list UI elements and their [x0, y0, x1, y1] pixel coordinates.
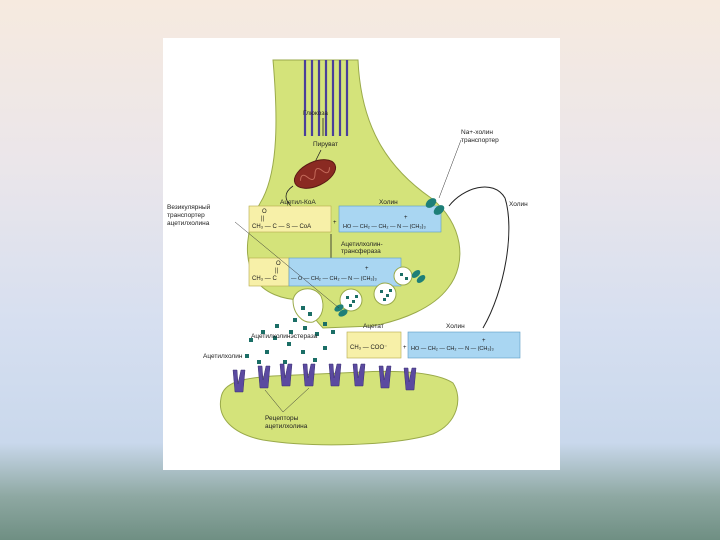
- receptors-label-2: ацетилхолина: [265, 423, 308, 430]
- ach-o: O: [276, 261, 281, 267]
- ach-yellow-box: [248, 257, 290, 287]
- choline-box-2: [407, 331, 521, 359]
- choline-bottom-label: Холин: [446, 323, 465, 330]
- transferase-label-1: Ацетилхолин-: [341, 241, 383, 248]
- ach-charge: +: [365, 266, 369, 272]
- choline-charge-2: +: [482, 338, 486, 344]
- acetyl-coa-bond: ||: [261, 216, 265, 222]
- choline-top-label: Холин: [379, 199, 398, 206]
- choline-right-label: Холин: [509, 201, 528, 208]
- ach-right-formula: — O — CH₂ — CH₂ — N — (CH₃)₃: [291, 276, 377, 282]
- na-transporter-label-2: транспортер: [461, 137, 499, 144]
- acetyl-coa-formula: CH₃ — C — S — CoA: [252, 224, 311, 230]
- acetyl-coa-box: [248, 205, 332, 233]
- acetate-formula: CH₃ — COO⁻: [350, 345, 387, 351]
- acetyl-coa-o: O: [262, 209, 267, 215]
- pyruvate-label: Пируват: [313, 141, 338, 148]
- choline-formula: HO — CH₂ — CH₂ — N — (CH₃)₃: [343, 224, 426, 230]
- mitochondrion: [293, 159, 337, 189]
- transferase-label-2: трансфераза: [341, 248, 381, 255]
- ach-bond: ||: [275, 268, 279, 274]
- pointer-vesicular: [234, 221, 340, 309]
- acetylcholine-label: Ацетилхолин: [203, 353, 243, 360]
- pointer-receptor-2: [282, 387, 310, 413]
- plus-sign-2: +: [403, 345, 407, 351]
- choline-reuptake-arrow: [448, 186, 510, 329]
- released-acetylcholine: [245, 306, 335, 364]
- synapse-diagram: Глюкоза Пируват Ацетил-КоА Холин O || CH…: [167, 59, 528, 446]
- na-transporter-label-1: Na+-холин: [461, 129, 493, 136]
- acetate-label: Ацетат: [363, 323, 384, 330]
- plus-sign-1: +: [333, 220, 337, 226]
- vesicular-label-3: ацетилхолина: [167, 220, 210, 227]
- acetyl-coa-label: Ацетил-КоА: [280, 199, 316, 206]
- pointer-na-transporter: [438, 139, 462, 199]
- na-choline-transporter: [425, 198, 445, 215]
- choline-charge: +: [404, 215, 408, 221]
- release-site: [292, 288, 324, 323]
- arrow-pyruvate-mito: [314, 149, 322, 163]
- vesicular-label-2: транспортер: [167, 212, 205, 219]
- ach-left-formula: CH₃ — C: [252, 276, 277, 282]
- ach-blue-box: [288, 257, 402, 287]
- arrow-mito-acetylcoa: [285, 185, 294, 207]
- vesicular-label-1: Везикулярный: [167, 203, 211, 211]
- choline-box: [338, 205, 442, 233]
- glucose-label: Глюкоза: [303, 110, 328, 117]
- ach-receptors: [232, 363, 417, 393]
- postsynaptic-membrane: [219, 370, 459, 446]
- pointer-receptor-1: [264, 389, 284, 413]
- microtubules: [303, 60, 349, 136]
- acetate-box: [346, 331, 402, 359]
- transporter-right: [411, 270, 426, 283]
- diagram-panel: Глюкоза Пируват Ацетил-КоА Холин O || CH…: [163, 38, 560, 470]
- presynaptic-terminal: [246, 59, 461, 329]
- acetylcholinesterase-label: Ацетилхолинэстераза: [251, 333, 318, 340]
- receptors-label-1: Рецепторы: [265, 415, 299, 422]
- choline-formula-2: HO — CH₂ — CH₂ — N — (CH₃)₃: [411, 346, 494, 352]
